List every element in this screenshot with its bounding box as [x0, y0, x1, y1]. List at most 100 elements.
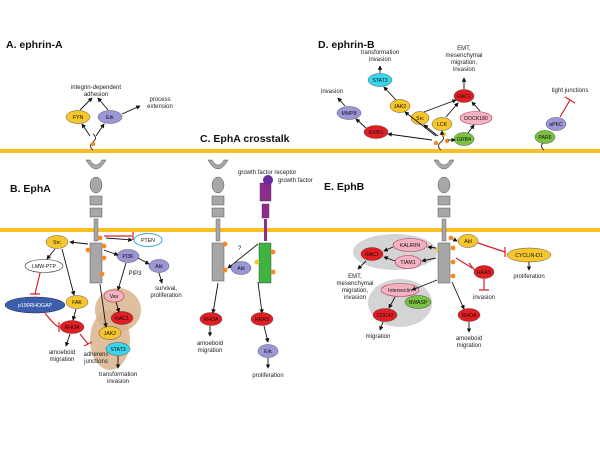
rhoa-e-label: RHOA [462, 313, 478, 319]
proliferation-b-label: proliferation [150, 293, 181, 299]
transformation-b-label: transformation [99, 372, 137, 378]
proliferation-c-label: proliferation [252, 373, 283, 379]
lck-label: LCK [437, 122, 448, 128]
growth-factor-label: growth factor [278, 178, 313, 184]
pten-node [133, 233, 163, 247]
rac1-e-label: RAC1 [365, 252, 379, 258]
rhoa-e-node [457, 308, 481, 322]
hras-e-label: HRAS [477, 270, 492, 276]
stat3-b-node [105, 342, 131, 356]
gf-receptor-label: growth factor receptor [238, 170, 296, 176]
hras-e-node [473, 265, 495, 279]
jak2-d-node [389, 99, 411, 113]
intersectin-node [380, 283, 420, 297]
fyn-label: FYN [73, 115, 84, 121]
section-title-d: D. ephrin-B [318, 39, 375, 51]
dock180-node [459, 111, 493, 125]
stat3-d-node [367, 73, 393, 87]
fak-label: FAK [72, 300, 82, 306]
amoeboid-c-label: amoeboid [197, 341, 223, 347]
akt-b-node [148, 259, 170, 273]
adhesion-label: adhesion [84, 92, 108, 98]
nwasp-node [404, 295, 432, 309]
intersectin-label: Intersectin [388, 288, 412, 294]
rac1-e-node [360, 247, 384, 261]
jak2-b-node [98, 326, 122, 340]
stat3-d-label: STAT3 [372, 78, 387, 84]
rhoa-c-label: RHOA [204, 317, 220, 323]
amoeboid-e-label: amoeboid [456, 336, 482, 342]
process-label: process [149, 97, 170, 103]
question-label: ? [238, 246, 242, 252]
abl-label: Abl [464, 239, 472, 245]
akt-c-node [230, 261, 252, 275]
erk-c-label: Erk [264, 349, 272, 355]
invasion-e-label: invasion [344, 295, 366, 301]
invasion-b-label: invasion [107, 379, 129, 385]
erk-a-node [97, 110, 123, 124]
hras-node [250, 312, 274, 326]
axin1-node [363, 125, 389, 139]
invasion-d-label: invasion [369, 57, 391, 63]
tight-junctions-label: tight junctions [552, 88, 589, 94]
amoeboid-b-label: amoeboid [49, 350, 75, 356]
epha-receptor-c [207, 159, 229, 282]
par6-label: PAR6 [538, 135, 551, 141]
upper-membrane [0, 149, 600, 153]
pi3k-node [116, 249, 140, 263]
erk-a-label: Erk [106, 115, 114, 121]
migration-e-label: migration, [342, 288, 369, 294]
ephrin-b-ligand [433, 131, 450, 151]
invasion-e2-label: invasion [473, 295, 495, 301]
growth-factor-ligand [263, 175, 273, 185]
dock180-label: DOCK180 [464, 116, 488, 122]
migration-b-label: migration [50, 357, 75, 363]
tiam1-label: TIAM1 [400, 260, 415, 266]
pten-label: PTEN [141, 238, 155, 244]
invasion-d2-label: invasion [321, 89, 343, 95]
rac1-b-node [110, 311, 134, 325]
ephb-receptor-e [433, 159, 456, 284]
emt-d-label: EMT, [457, 46, 471, 52]
mesenchymal-d-label: mesenchymal [445, 53, 482, 59]
grb4-label: GRB4 [457, 137, 471, 143]
migration-d-label: migration, [451, 60, 478, 66]
fyn-node [65, 110, 91, 124]
extension-label: extension [147, 104, 173, 110]
cdc42-label: CDC42 [376, 313, 393, 319]
src-d-label: Src [416, 116, 424, 122]
tiam1-node [394, 255, 422, 269]
p190rhogap-label: p190RHOGAP [18, 303, 53, 309]
survival-label: survival, [155, 286, 177, 292]
rhoa-b-label: RHOA [65, 325, 81, 331]
invasion-d3-label: invasion [453, 67, 475, 73]
emt-e-label: EMT, [348, 274, 362, 280]
apkc-label: aPKC [549, 122, 563, 128]
vav-node [103, 289, 125, 303]
erk-c-node [257, 344, 279, 358]
migration-e3-label: migration [457, 343, 482, 349]
epha-receptor-b [85, 159, 107, 284]
transformation-d-label: transformation [361, 50, 399, 56]
growth-factor-receptor [254, 182, 276, 284]
junctions-label: junctions [83, 359, 108, 365]
pi3k-label: PI3K [122, 254, 134, 260]
jak2-d-label: JAK2 [394, 104, 407, 110]
pip3-label: PIP3 [128, 271, 142, 277]
vav-label: Vav [110, 294, 119, 300]
migration-e2-label: migration [366, 334, 391, 340]
p190rhogap-node [4, 296, 66, 314]
src-b-node [45, 235, 69, 249]
rac1-b-label: RAC1 [115, 316, 129, 322]
fak-node [65, 295, 89, 309]
section-title-c: C. EphA crosstalk [200, 133, 290, 145]
integrin-label: integrin-dependent [71, 85, 121, 91]
section-title-a: A. ephrin-A [6, 39, 63, 51]
cyclind1-label: CYCLIN-D1 [515, 253, 542, 259]
akt-c-label: Akt [237, 266, 245, 272]
kalirin-node [392, 238, 428, 252]
hras-label: HRAS [255, 317, 270, 323]
rhoa-c-node [199, 312, 223, 326]
cdc42-node [372, 308, 398, 322]
stat3-b-label: STAT3 [110, 347, 125, 353]
